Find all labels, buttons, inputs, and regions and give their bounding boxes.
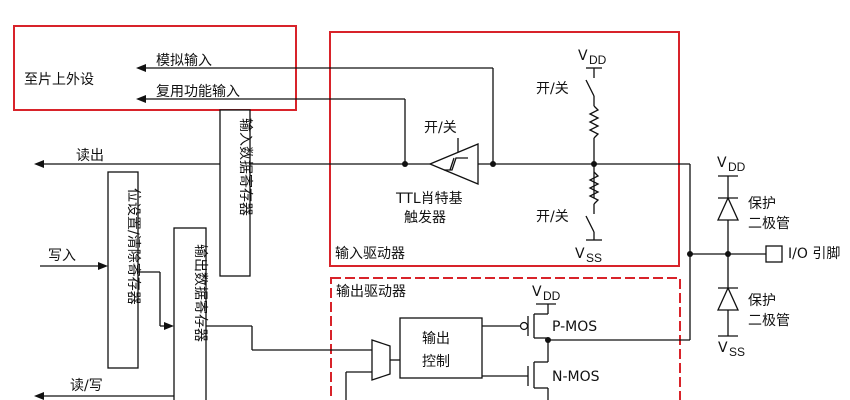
vdd-top-label: V: [578, 48, 588, 64]
write-label: 写入: [48, 248, 76, 264]
write-arrow: [98, 262, 108, 270]
input-data-register: [219, 109, 251, 277]
vss-mid-sub: SS: [586, 251, 602, 265]
protect-lower-line2: 二极管: [748, 313, 790, 329]
ttl-label-line1: TTL肖特基: [395, 190, 463, 207]
output-register-label: 输出数据寄存器: [192, 244, 209, 342]
bit-set-reset-register: [107, 171, 139, 369]
vdd-top-sub: DD: [589, 53, 607, 67]
output-control-block: [399, 317, 483, 379]
pull-down-switch-label: 开/关: [536, 209, 569, 225]
output-control-line1: 输出: [422, 331, 450, 347]
output-data-register: [173, 227, 207, 400]
pull-up-resistor: [588, 105, 600, 139]
output-driver-title: 输出驱动器: [336, 284, 406, 300]
read-label: 读出: [76, 147, 104, 164]
input-driver-box: [329, 31, 680, 267]
input-register-label: 输入数据寄存器: [237, 118, 254, 216]
vdd-diode-label: V: [717, 155, 727, 171]
alt-input-arrow: [136, 95, 146, 103]
pull-up-switch: [585, 79, 595, 97]
pull-down-resistor: [588, 171, 600, 205]
output-control-line2: 控制: [422, 354, 450, 370]
pull-down-switch: [585, 215, 595, 233]
protect-upper-line2: 二极管: [748, 216, 790, 232]
output-mux: [371, 339, 391, 381]
vdd-pmos-label: V: [532, 284, 542, 300]
schmitt-switch-label: 开/关: [424, 120, 457, 136]
pmos-label: P-MOS: [552, 319, 597, 335]
pull-up-switch-label: 开/关: [536, 81, 569, 97]
protection-diode-lower: [716, 286, 740, 311]
nmos-label: N-MOS: [552, 369, 600, 385]
bsrr-label: 位设置/清除寄存器: [125, 188, 142, 305]
io-pin-pad: [765, 245, 783, 263]
input-driver-title: 输入驱动器: [335, 246, 405, 262]
ttl-label-line2: 触发器: [404, 210, 446, 226]
vss-diode-sub: SS: [729, 345, 745, 359]
analog-input-arrow: [136, 64, 146, 72]
analog-input-label: 模拟输入: [156, 53, 212, 69]
vdd-pmos-sub: DD: [543, 289, 561, 303]
vss-diode-label: V: [718, 340, 728, 356]
protect-lower-line1: 保护: [748, 293, 776, 309]
read-arrow: [34, 160, 44, 168]
vdd-diode-sub: DD: [728, 160, 746, 174]
protect-upper-line1: 保护: [748, 196, 776, 212]
alt-function-input-label: 复用功能输入: [156, 83, 240, 100]
output-driver-box: [330, 277, 681, 400]
peripheral-label: 至片上外设: [24, 72, 94, 88]
protection-diode-upper: [716, 196, 740, 221]
io-pin-label: I/O 引脚: [788, 246, 840, 262]
read-write-label: 读/写: [70, 377, 103, 394]
hysteresis-icon: [444, 157, 468, 171]
vss-mid-label: V: [575, 246, 585, 262]
